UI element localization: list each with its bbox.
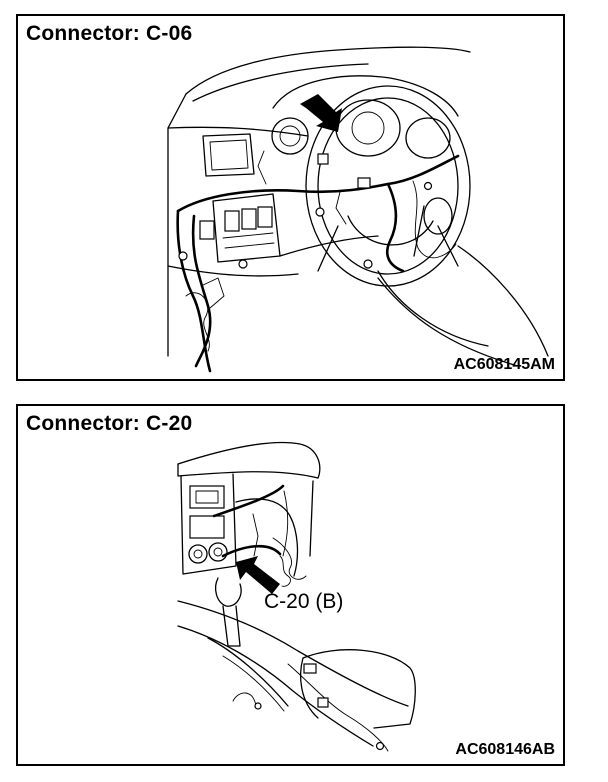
figure-code: AC608145AM [453,356,555,373]
panel-title: Connector: C-20 [26,412,193,435]
figure-code: AC608146AB [455,741,555,758]
center-console-illustration [177,441,416,752]
connector-callout-label: C-20 (B) [264,590,344,613]
panel-title: Connector: C-06 [26,22,193,45]
dashboard-illustration [167,46,549,373]
connector-c06-panel: Connector: C-06 [16,14,565,381]
connector-c20-panel: Connector: C-20 [16,404,565,766]
